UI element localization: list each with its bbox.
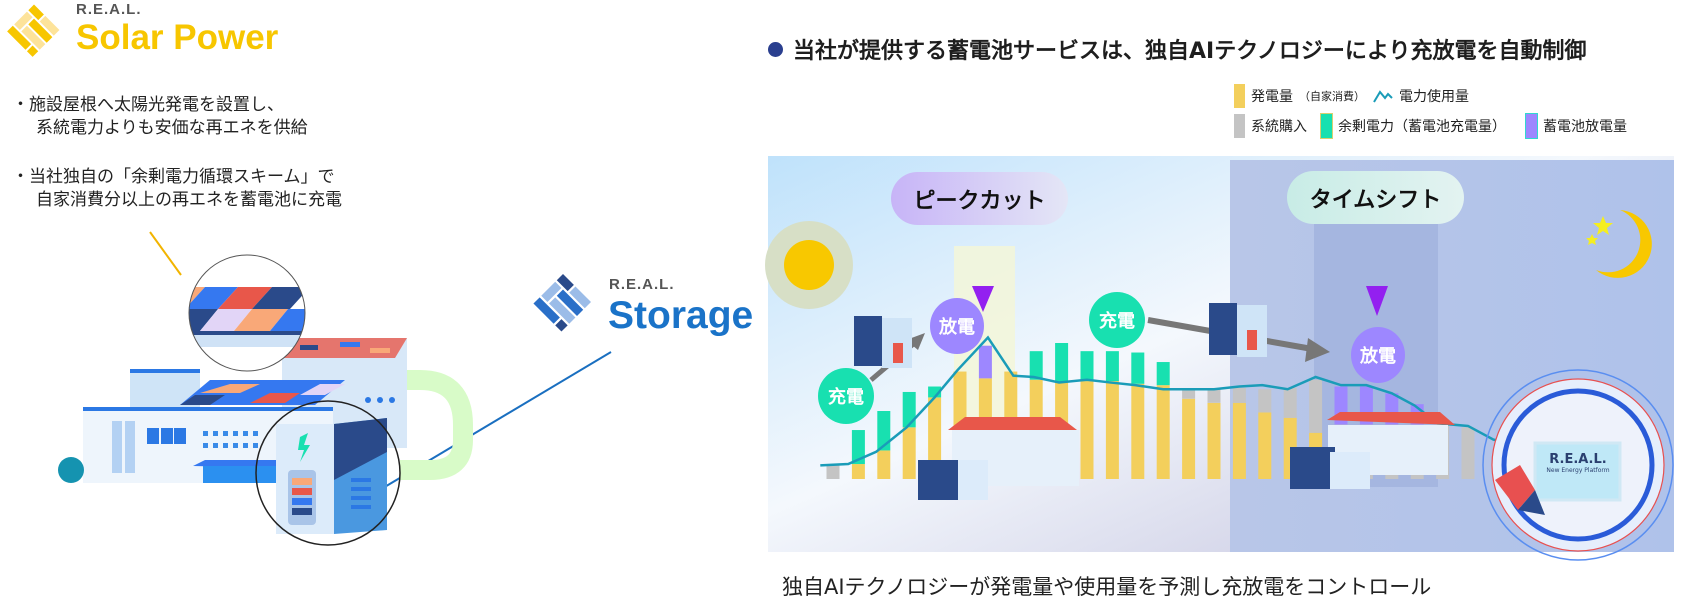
legend-swatch [1234,84,1245,108]
factory-building [1290,412,1455,489]
bar-segment-grid [1207,389,1221,403]
bar-segment-surplus [1131,352,1145,384]
charge-bubble: 充電 [1089,292,1145,348]
bar-segment-surplus [1029,351,1043,380]
bar-segment-generation [877,450,891,479]
bar-segment-generation [1232,402,1246,479]
ai-platform-icon [1482,369,1674,561]
legend-swatch [1320,113,1333,139]
solar-panels [180,380,345,405]
bar-segment-generation [851,464,865,479]
bullet-surplus-scheme: ・当社独自の「余剰電力循環スキーム」で 自家消費分以上の再エネを蓄電池に充電 [12,166,342,212]
bar-segment-surplus [902,391,916,428]
legend-label: 発電量 [1251,89,1293,105]
tree-icon [58,457,84,483]
legend-swatch [1234,114,1245,138]
legend-usage: 電力使用量 [1373,84,1469,108]
legend-label: 余剰電力（蓄電池充電量） [1338,119,1506,135]
platform-subtitle: New Energy Platform [1546,467,1610,474]
bar-segment-discharge [978,345,992,379]
bar-segment-grid [1232,387,1246,403]
bullet-line: ・当社独自の「余剰電力循環スキーム」で [12,167,335,187]
legend-label: 蓄電池放電量 [1543,119,1627,135]
solar-logo-icon [7,4,60,57]
solar-power-logo: R.E.A.L. Solar Power [4,0,304,60]
legend-grid-purchase: 系統購入 [1234,114,1307,138]
cycle-arrow-icon [325,370,473,480]
bar-segment-grid [826,465,840,479]
bar-segment-grid [1461,427,1475,479]
bar-segment-grid [1258,389,1272,413]
battery-icon [1209,303,1267,357]
legend-surplus: 余剰電力（蓄電池充電量） [1320,113,1506,139]
legend-sublabel: （自家消費） [1299,90,1365,103]
bar-segment-surplus [877,411,891,451]
discharge-bubble: 放電 [930,298,984,354]
storage-logo-icon [533,273,592,332]
diagram-caption: 独自AIテクノロジーが発電量や使用量を予測し充放電をコントロール [782,575,1432,599]
headline: 当社が提供する蓄電池サービスは、独自AIテクノロジーにより充放電を自動制御 [768,33,1586,65]
battery-highlight-circle [255,400,401,546]
battery-storage-unit [276,418,387,534]
legend-label: 系統購入 [1251,119,1307,135]
storage-logo-name: Storage [608,294,754,337]
panel-zoom-lens [188,254,306,372]
peak-cut-label: ピークカット [891,172,1068,225]
bar-segment-generation [1105,381,1119,479]
platform-screen: R.E.A.L. New Energy Platform [1540,452,1616,474]
time-shift-label: タイムシフト [1287,171,1464,224]
bullet-solar-install: ・施設屋根へ太陽光発電を設置し、 系統電力よりも安価な再エネを供給 [12,94,308,140]
bar-segment-surplus [1055,343,1069,383]
lightning-icon [298,433,310,462]
legend-label: 電力使用量 [1399,89,1469,105]
battery-icon [854,316,912,368]
bullet-line: 自家消費分以上の再エネを蓄電池に充電 [36,190,342,210]
callout-line [149,231,182,276]
bar-segment-grid [1309,379,1323,433]
bar-segment-surplus [928,386,942,398]
discharge-marker-icon [1366,286,1388,316]
facility-illustration [58,231,612,546]
discharge-marker-icon [972,286,994,312]
bar-segment-generation [902,427,916,479]
sun-icon [765,221,853,309]
line-legend-icon [1373,90,1393,103]
bar-segment-grid [1283,387,1297,418]
storage-logo: R.E.A.L. Storage [530,268,770,338]
bullet-line: 系統電力よりも安価な再エネを供給 [36,118,308,138]
legend-row-1: 発電量 （自家消費） 電力使用量 [1234,84,1469,108]
storage-logo-brand: R.E.A.L. [609,276,675,293]
usage-line [820,335,1530,467]
bar-segment-generation [1207,402,1221,479]
bar-segment-surplus [1105,351,1119,382]
bar-segment-generation [928,397,942,479]
bullet-dot-icon [768,41,783,57]
bullet-line: ・施設屋根へ太陽光発電を設置し、 [12,95,284,115]
bar-segment-generation [1156,385,1170,479]
star-icon [1586,234,1598,245]
platform-brand: R.E.A.L. [1549,452,1607,467]
bar-segment-surplus [1080,351,1094,382]
discharge-bubble: 放電 [1351,327,1405,383]
bar-segment-surplus [1156,362,1170,386]
star-icon [1593,216,1613,235]
bar-segment-generation [1182,398,1196,479]
factory-building [918,417,1079,500]
solar-logo-brand: R.E.A.L. [76,1,142,18]
legend-discharge: 蓄電池放電量 [1525,113,1627,139]
legend-swatch [1525,113,1538,139]
headline-text: 当社が提供する蓄電池サービスは、独自AIテクノロジーにより充放電を自動制御 [793,39,1587,64]
bar-segment-surplus [851,430,865,465]
charge-bubble: 充電 [818,368,874,424]
moon-icon [1586,210,1652,278]
solar-logo-name: Solar Power [76,18,279,57]
legend-generation: 発電量 （自家消費） [1234,84,1365,108]
bar-segment-generation [1131,383,1145,479]
bar-segment-generation [1258,412,1272,479]
bar-segment-grid [1182,389,1196,399]
legend-row-2: 系統購入 余剰電力（蓄電池充電量） 蓄電池放電量 [1234,113,1627,139]
bar-segment-generation [1080,381,1094,479]
